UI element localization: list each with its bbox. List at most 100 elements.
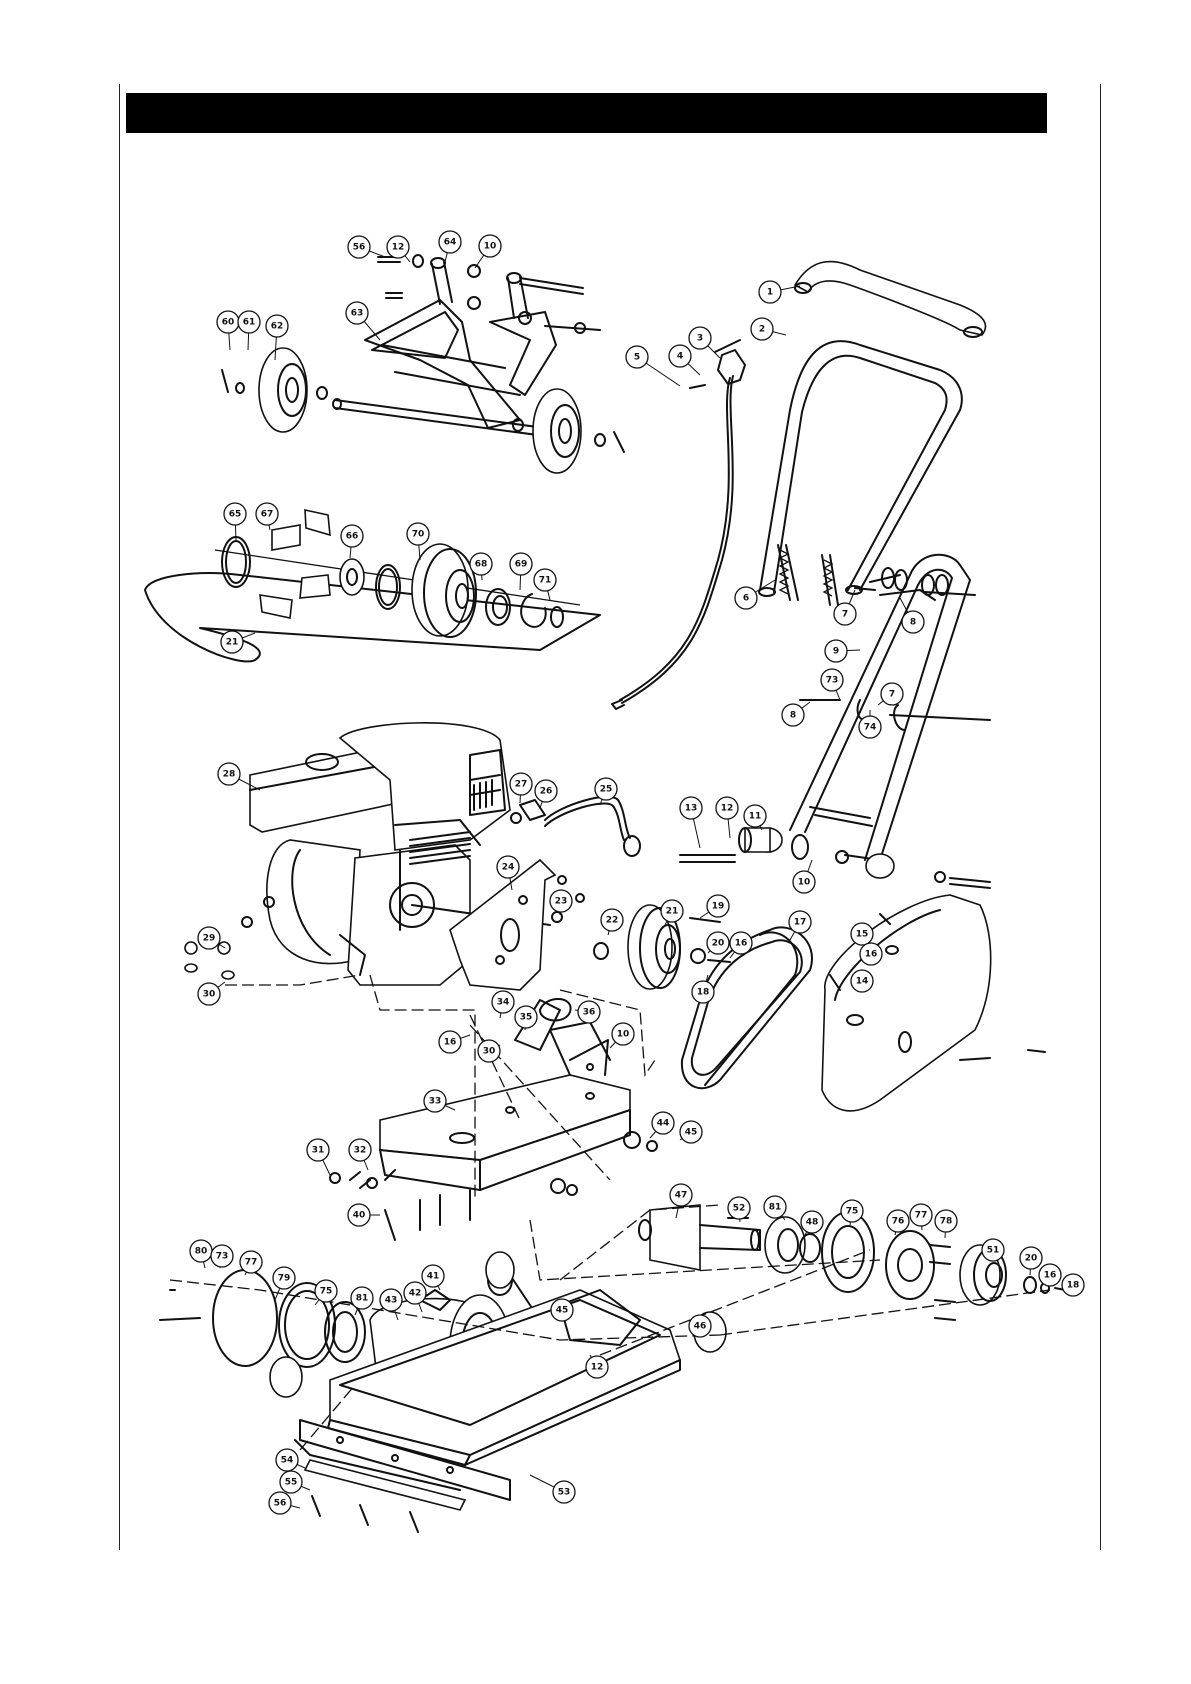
callout-label: 34	[497, 998, 510, 1008]
callout-label: 3	[697, 334, 703, 344]
callout-label: 31	[312, 1146, 325, 1156]
callout-label: 25	[600, 785, 613, 795]
part-callout: 21	[221, 631, 255, 653]
part-callout: 18	[692, 975, 714, 1003]
callout-label: 76	[892, 1217, 905, 1227]
callout-label: 15	[856, 930, 869, 940]
part-callout: 36	[575, 1001, 600, 1023]
wheel-right	[513, 389, 624, 473]
callout-label: 5	[634, 353, 640, 363]
part-callout: 27	[510, 773, 532, 803]
callout-label: 16	[444, 1038, 457, 1048]
callout-label: 12	[392, 243, 405, 253]
callout-label: 9	[833, 647, 839, 657]
callout-label: 21	[226, 638, 239, 648]
part-callout: 75	[841, 1200, 863, 1225]
callout-label: 62	[271, 322, 284, 332]
part-callout: 10	[475, 235, 501, 268]
exciter-shaft	[639, 1205, 1075, 1320]
callout-label: 28	[223, 770, 236, 780]
callout-label: 66	[346, 532, 359, 542]
callout-label: 52	[733, 1204, 746, 1214]
part-callout: 71	[534, 569, 556, 600]
callout-label: 10	[798, 878, 811, 888]
callout-label: 43	[385, 1296, 398, 1306]
upper-frame	[790, 555, 990, 860]
part-callout: 80	[190, 1240, 212, 1268]
part-callout: 12	[716, 797, 738, 838]
callout-label: 41	[427, 1272, 440, 1282]
drive-pulley	[552, 894, 730, 989]
callout-label: 11	[749, 812, 762, 822]
part-callout: 16	[860, 943, 882, 965]
part-callout: 53	[530, 1475, 575, 1503]
part-callout: 60	[217, 311, 239, 350]
part-callout: 9	[825, 640, 860, 662]
callout-label: 45	[685, 1128, 698, 1138]
part-callout: 73	[821, 669, 843, 700]
base-plate	[295, 1290, 680, 1532]
callout-label: 22	[606, 916, 619, 926]
callout-label: 42	[409, 1289, 422, 1299]
part-callout: 35	[515, 1006, 537, 1030]
callout-label: 77	[245, 1258, 258, 1268]
callout-label: 29	[203, 934, 216, 944]
part-callout: 22	[601, 909, 623, 935]
callout-label: 27	[515, 780, 528, 790]
callout-label: 78	[940, 1217, 953, 1227]
part-callout: 67	[256, 503, 278, 530]
part-callout: 13	[680, 797, 702, 848]
part-callout: 6	[735, 580, 775, 609]
callout-label: 8	[910, 618, 916, 628]
part-callout: 64	[439, 231, 461, 262]
callout-label: 80	[195, 1247, 208, 1257]
wheel-kit-bolts	[378, 255, 600, 333]
part-callout: 17	[789, 911, 811, 940]
callout-label: 20	[712, 939, 725, 949]
callout-label: 47	[675, 1191, 688, 1201]
part-callout: 8	[782, 702, 810, 726]
part-callout: 19	[700, 895, 729, 918]
callout-label: 53	[558, 1488, 571, 1498]
callout-label: 51	[987, 1246, 1000, 1256]
part-callout: 63	[346, 302, 380, 340]
callout-label: 68	[475, 560, 488, 570]
part-callout: 14	[851, 970, 873, 992]
callout-label: 1	[767, 288, 773, 298]
part-callout: 10	[610, 1023, 634, 1048]
part-callout: 54	[276, 1449, 305, 1471]
callout-label: 67	[261, 510, 274, 520]
callout-label: 36	[583, 1008, 596, 1018]
part-callout: 20	[707, 932, 729, 954]
part-callout: 10	[793, 860, 815, 893]
part-callout: 77	[910, 1204, 932, 1230]
callout-label: 61	[243, 318, 256, 328]
callout-label: 35	[520, 1013, 533, 1023]
part-callout: 81	[764, 1196, 786, 1220]
callout-label: 7	[889, 690, 895, 700]
callout-label: 75	[320, 1287, 333, 1297]
part-callout: 75	[315, 1280, 337, 1305]
part-callout: 30	[478, 1040, 500, 1062]
callout-label: 69	[515, 560, 528, 570]
part-callout: 73	[211, 1245, 233, 1268]
part-callout: 20	[1020, 1247, 1042, 1275]
callout-label: 8	[790, 711, 796, 721]
callout-label: 32	[354, 1146, 367, 1156]
callout-label: 20	[1025, 1254, 1038, 1264]
callout-label: 75	[846, 1207, 859, 1217]
callout-label: 17	[794, 918, 807, 928]
part-callout: 55	[280, 1471, 310, 1493]
part-callout: 66	[341, 525, 363, 558]
part-callout: 1	[759, 281, 800, 303]
part-callout: 34	[492, 991, 514, 1018]
callout-label: 56	[274, 1499, 287, 1509]
part-callout: 61	[238, 311, 260, 350]
callout-label: 26	[540, 787, 553, 797]
callout-label: 81	[356, 1294, 369, 1304]
callout-label: 40	[353, 1211, 366, 1221]
callout-label: 30	[483, 1047, 496, 1057]
part-callout: 56	[269, 1492, 300, 1514]
part-callout: 69	[510, 553, 532, 590]
